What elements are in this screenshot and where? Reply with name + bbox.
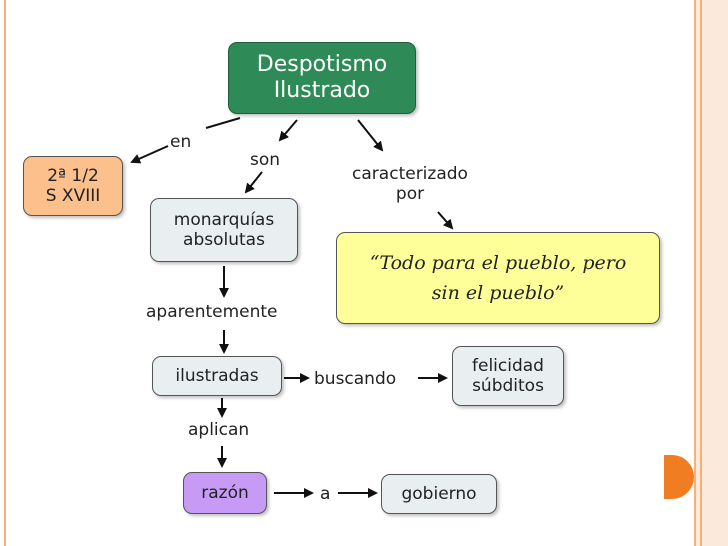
arrow-en-to-period [130, 145, 169, 164]
link-label-aplican: aplican [188, 420, 250, 440]
arrow-son-to-monarchies [244, 171, 263, 194]
node-ilustradas: ilustradas [152, 356, 282, 396]
node-razon: razón [183, 472, 267, 514]
arrow-root-to-caracterizado [357, 119, 384, 152]
link-label-buscando: buscando [314, 369, 397, 389]
link-label-a: a [320, 484, 331, 504]
link-label-aparentemente: aparentemente [146, 302, 278, 322]
link-label-caracterizado-por: caracterizado por [352, 164, 468, 204]
node-gobierno: gobierno [381, 474, 497, 514]
node-motto: “Todo para el pueblo, pero sin el pueblo… [336, 232, 660, 324]
slide-right-border [694, 0, 728, 546]
arrow-root-to-en [205, 117, 241, 129]
arrow-por-to-motto [437, 211, 454, 230]
node-despotismo-ilustrado: Despotismo Ilustrado [228, 42, 416, 114]
node-monarquias-absolutas: monarquías absolutas [150, 198, 298, 262]
link-label-son: son [250, 150, 281, 170]
arrow-root-to-son [278, 119, 298, 142]
node-period: 2ª 1/2 S XVIII [23, 156, 123, 216]
slide-left-border [0, 0, 6, 546]
node-felicidad-subditos: felicidad súbditos [452, 346, 564, 406]
link-label-en: en [170, 132, 192, 152]
